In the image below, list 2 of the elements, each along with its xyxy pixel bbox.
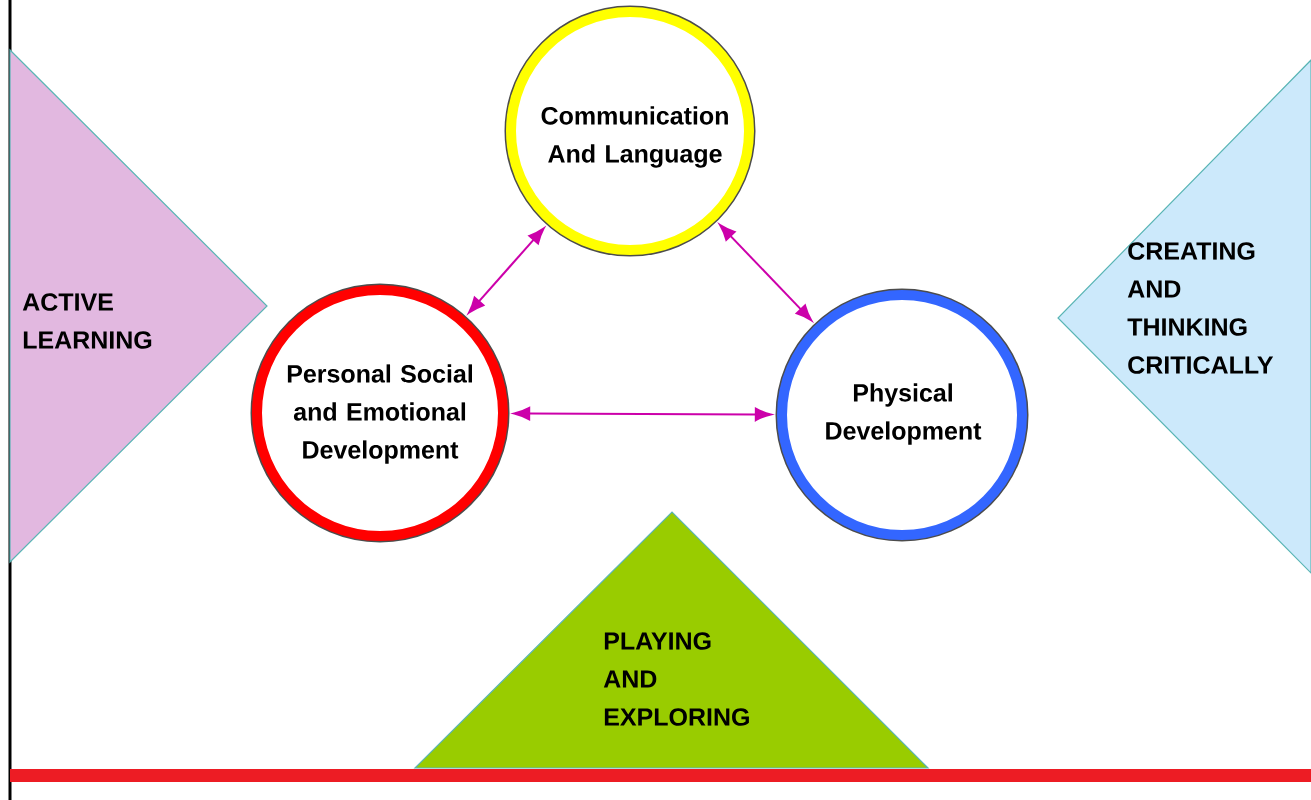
double-arrow: [719, 224, 813, 322]
double-arrow: [468, 227, 545, 314]
